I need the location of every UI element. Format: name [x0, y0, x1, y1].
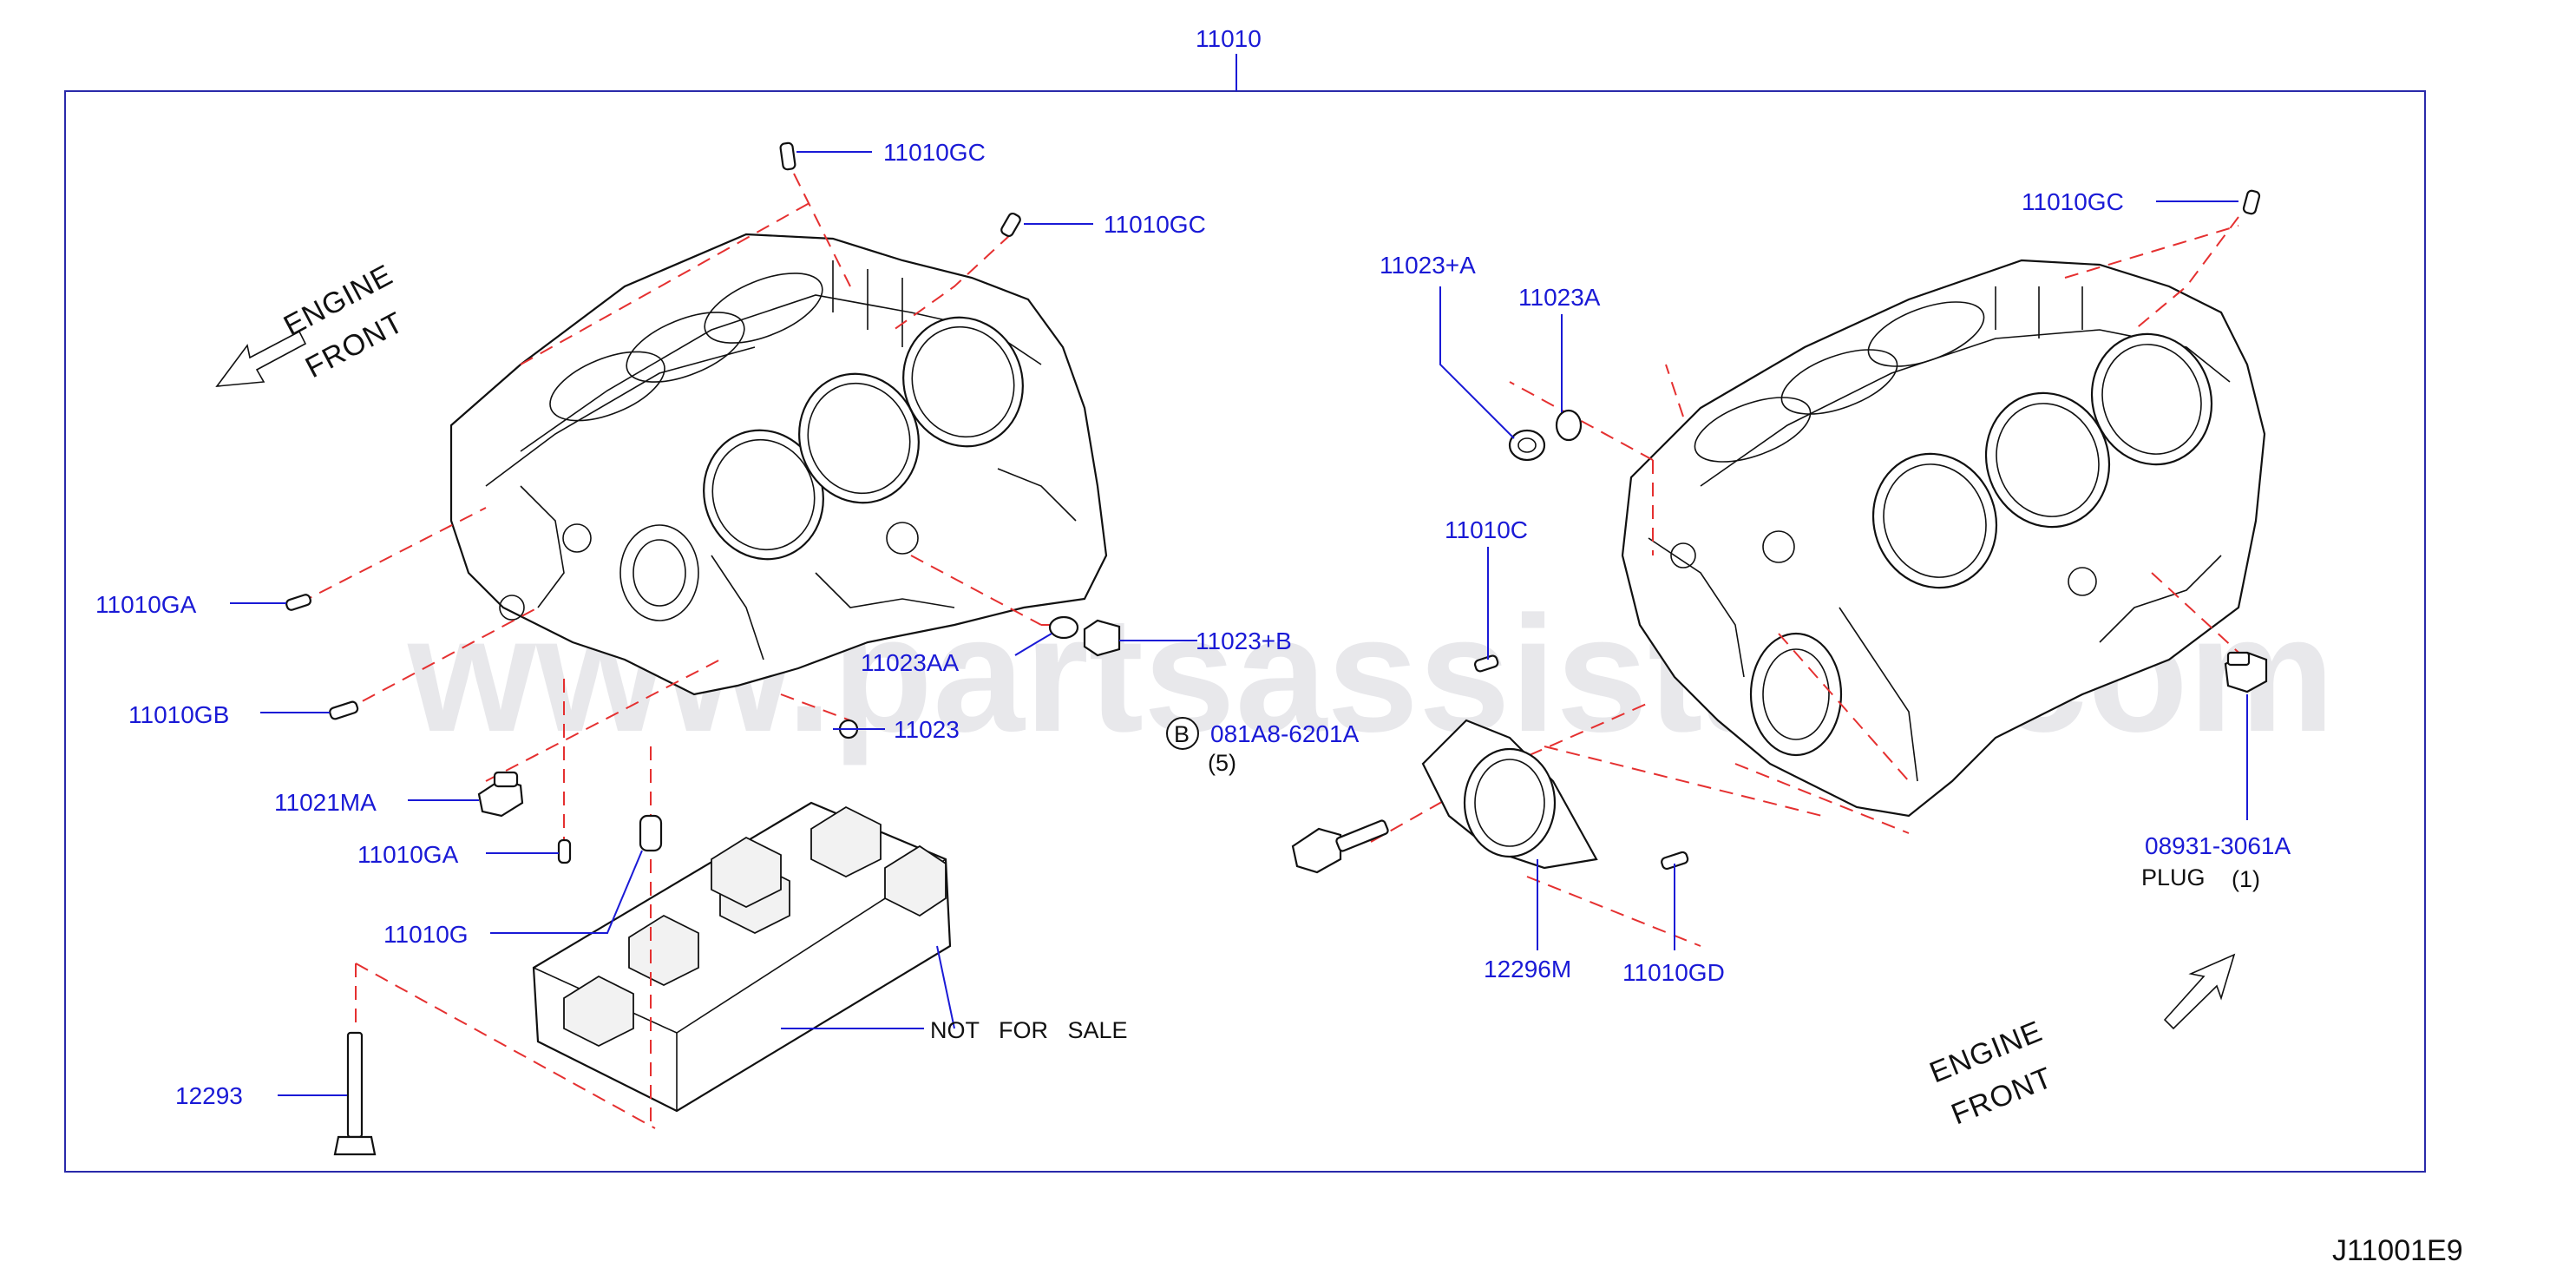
plug-quantity: (1): [2232, 866, 2260, 892]
callout-11010gb[interactable]: 11010GB: [128, 701, 229, 728]
engine-front-arrow-left: ENGINE FRONT: [215, 258, 410, 387]
engine-front-arrow-right: ENGINE FRONT: [1925, 953, 2236, 1131]
circle-b-icon: [1166, 717, 1199, 750]
diagram-code: J11001E9: [2332, 1234, 2463, 1267]
plug-label: PLUG: [2141, 864, 2206, 890]
callout-11010ga-1[interactable]: 11010GA: [95, 591, 197, 618]
bolt-quantity: (5): [1208, 750, 1236, 776]
small-parts: [285, 141, 2268, 1156]
callout-11010gd[interactable]: 11010GD: [1622, 959, 1725, 986]
callout-11010g[interactable]: 11010G: [383, 921, 469, 948]
callout-11023[interactable]: 11023: [894, 716, 960, 743]
callout-12296m[interactable]: 12296M: [1484, 956, 1571, 982]
callout-11010ga-2[interactable]: 11010GA: [357, 841, 459, 868]
assembly-guide-lines: [298, 173, 2257, 1129]
cylinder-block-right-illustration: [1621, 259, 2266, 818]
callout-12293[interactable]: 12293: [175, 1082, 243, 1109]
callout-08931-3061a[interactable]: 08931-3061A: [2145, 832, 2291, 859]
cylinder-block-left-illustration: [449, 233, 1108, 696]
callout-11023-plus-a[interactable]: 11023+A: [1380, 252, 1476, 279]
callout-11023-plus-b[interactable]: 11023+B: [1196, 628, 1292, 654]
not-for-sale-label: NOT FOR SALE: [930, 1017, 1128, 1043]
leader-lines: [230, 151, 2248, 1096]
diagram-frame: [64, 90, 2426, 1173]
callout-11023aa[interactable]: 11023AA: [861, 649, 959, 676]
callout-11010gc-1[interactable]: 11010GC: [883, 139, 986, 166]
callout-11021ma[interactable]: 11021MA: [274, 789, 377, 816]
circle-b-letter: B: [1174, 721, 1190, 747]
callout-11023a[interactable]: 11023A: [1518, 284, 1601, 311]
assembly-number-label[interactable]: 11010: [1196, 25, 1262, 52]
callout-11010gc-3[interactable]: 11010GC: [2022, 188, 2124, 215]
callout-11010gc-2[interactable]: 11010GC: [1104, 211, 1206, 238]
callout-081a8-6201a[interactable]: 081A8-6201A: [1210, 720, 1360, 747]
callout-11010c[interactable]: 11010C: [1445, 516, 1528, 543]
bearing-cap-ladder-illustration: [532, 801, 952, 1113]
